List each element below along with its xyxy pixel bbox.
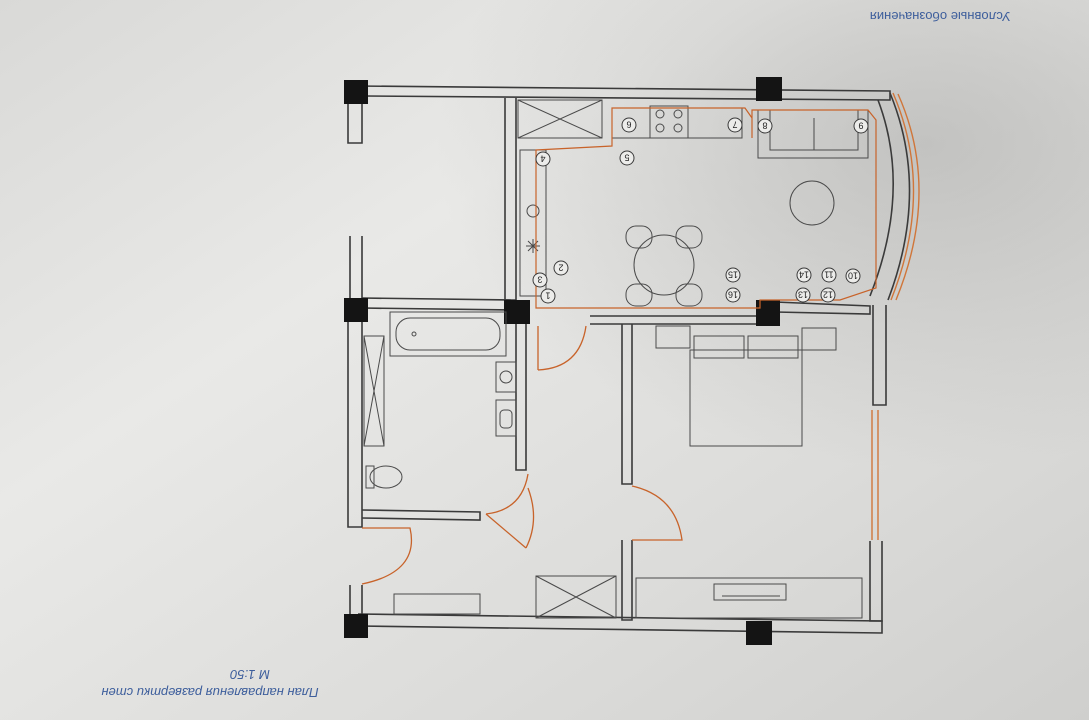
bathtub <box>389 311 507 357</box>
wall-marker-label: 5 <box>624 153 629 163</box>
wall-marker-10: 10 <box>845 268 861 284</box>
bay-window-outer <box>887 92 911 301</box>
bathroom-fixtures <box>363 311 517 489</box>
fridge <box>517 99 603 139</box>
bathroom-wall-bottom <box>361 509 481 521</box>
wall-marker-circle <box>757 118 773 134</box>
bay-window-inner <box>869 99 894 297</box>
wall-marker-9: 9 <box>853 118 869 134</box>
wall-marker-circle <box>727 117 743 133</box>
column <box>344 80 368 104</box>
door-entrance <box>361 527 412 585</box>
wall-marker-circle <box>795 287 811 303</box>
wall-marker-label: 2 <box>558 263 563 273</box>
wall-marker-14: 14 <box>796 267 812 283</box>
column <box>344 614 368 638</box>
washing-machine <box>495 361 517 393</box>
wall-marker-circle <box>821 267 837 283</box>
column <box>756 77 782 101</box>
outer-wall-top <box>355 85 891 101</box>
wall-marker-circle <box>621 117 637 133</box>
door-bedroom <box>631 485 683 541</box>
toilet <box>369 465 403 489</box>
wall-marker-circle <box>845 268 861 284</box>
counter-left <box>519 149 547 297</box>
outer-wall-right-mid <box>872 305 887 406</box>
dining-table <box>633 234 695 296</box>
wall-marker-label: 4 <box>540 154 545 164</box>
door-bathroom <box>485 473 529 549</box>
wall-marker-13: 13 <box>795 287 811 303</box>
outer-wall-left-stub <box>347 96 363 144</box>
wall-marker-label: 1 <box>545 291 550 301</box>
sink <box>495 399 517 437</box>
wall-marker-3: 3 <box>532 272 548 288</box>
wall-marker-circle <box>619 150 635 166</box>
bathroom-cabinet <box>363 335 385 447</box>
coffee-table <box>789 180 835 226</box>
door-bathroom-2 <box>525 487 535 549</box>
wall-marker-circle <box>725 267 741 283</box>
wardrobe <box>635 577 863 619</box>
kitchen-bottom-wall-2 <box>774 301 871 315</box>
legend-title: Условные обозначения <box>870 9 1010 24</box>
wall-marker-circle <box>820 287 836 303</box>
columns <box>344 77 782 645</box>
hallway-bench <box>393 593 481 615</box>
column <box>504 300 530 324</box>
wall-marker-5: 5 <box>619 150 635 166</box>
wall-marker-16: 16 <box>725 287 741 303</box>
wall-marker-1: 1 <box>540 288 556 304</box>
wall-marker-label: 14 <box>799 270 809 280</box>
wall-marker-label: 16 <box>728 290 738 300</box>
wall-marker-circle <box>796 267 812 283</box>
bedroom-furniture <box>393 325 863 619</box>
bay-glazing <box>871 92 920 540</box>
wall-marker-6: 6 <box>621 117 637 133</box>
wall-marker-label: 13 <box>798 290 808 300</box>
title-line1: План направления развертки стен <box>101 685 318 700</box>
wall-marker-2: 2 <box>553 260 569 276</box>
wall-marker-circle <box>540 288 556 304</box>
bedroom-wall-left <box>621 324 633 485</box>
column <box>746 621 772 645</box>
drawing-title: План направления развертки стен М 1:50 <box>101 667 318 700</box>
outer-wall-bottom <box>357 613 883 634</box>
bedroom-wall-left-lower <box>621 540 633 621</box>
wall-marker-label: 6 <box>626 120 631 130</box>
wall-development-outline <box>535 107 877 309</box>
wall-marker-label: 9 <box>858 121 863 131</box>
door-kitchen <box>537 325 587 371</box>
wall-marker-circle <box>535 151 551 167</box>
wall-marker-circle <box>725 287 741 303</box>
wall-marker-label: 12 <box>823 290 833 300</box>
bathroom-wall-right <box>515 318 527 471</box>
outer-wall-left-lower <box>347 318 363 528</box>
wall-marker-12: 12 <box>820 287 836 303</box>
wall-marker-7: 7 <box>727 117 743 133</box>
wall-marker-label: 10 <box>848 271 858 281</box>
hallway-wardrobe <box>535 575 617 619</box>
column <box>344 298 368 322</box>
wall-marker-label: 3 <box>537 275 542 285</box>
wall-marker-label: 8 <box>762 121 767 131</box>
wall-marker-circle <box>853 118 869 134</box>
bed <box>689 349 803 447</box>
title-line2: М 1:50 <box>229 667 270 682</box>
wall-marker-11: 11 <box>821 267 837 283</box>
wall-marker-label: 15 <box>728 270 738 280</box>
door-swings <box>361 325 683 585</box>
wall-marker-circle <box>532 272 548 288</box>
wall-marker-15: 15 <box>725 267 741 283</box>
wall-marker-circle <box>553 260 569 276</box>
outer-wall-right-lower <box>869 541 883 622</box>
wall-marker-4: 4 <box>535 151 551 167</box>
wall-marker-label: 11 <box>824 270 833 280</box>
wall-marker-label: 7 <box>732 120 737 130</box>
wall-marker-8: 8 <box>757 118 773 134</box>
